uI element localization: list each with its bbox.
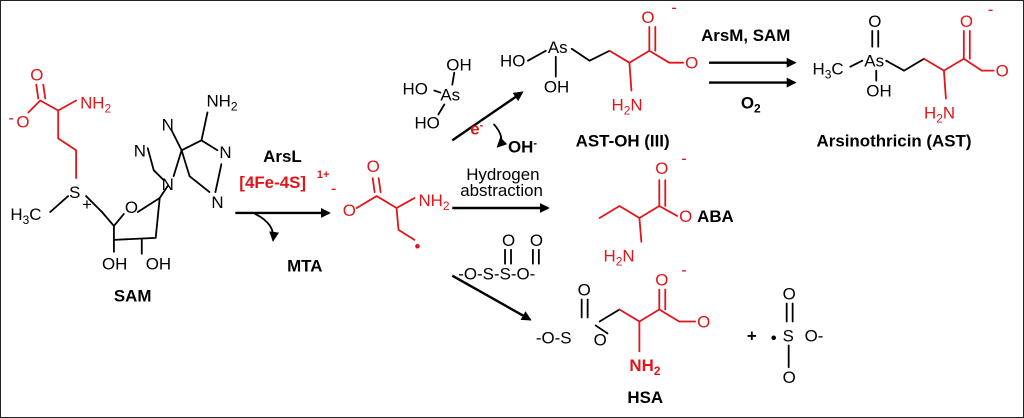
sam-charge-plus: + — [82, 195, 92, 214]
sam-label: SAM — [114, 287, 152, 306]
ast-oh-label: AST-OH (III) — [576, 131, 670, 150]
ast-oh-o-top: O — [641, 8, 654, 27]
ast-oh-oh: OH — [544, 78, 569, 97]
hsa-label: HSA — [627, 388, 663, 407]
ast-oh-molecule: HO As OH O - O H2N AST-OH (III) — [500, 0, 698, 150]
hsa-minus: - — [681, 261, 687, 280]
ast-minus: - — [988, 0, 994, 19]
mta-label: MTA — [287, 257, 322, 276]
aba-amine: H2N — [604, 247, 635, 269]
ast-methyl: H3C — [813, 60, 844, 82]
sam-carbonyl-o: O — [30, 66, 43, 85]
sam-molecule: - O O NH2 S + H3C O OH OH SAM N N N N N … — [8, 66, 237, 306]
adenine-n1: N — [219, 143, 231, 162]
ast-molecule: H3C As O OH O - O H2N Arsinothricin (AST… — [813, 0, 1009, 150]
sulfite-o-bottom: O — [783, 368, 796, 387]
radical-minus: - — [331, 179, 337, 198]
ast-oxo: O — [868, 12, 881, 31]
sam-oh1: OH — [102, 255, 127, 274]
ast-amine: H2N — [924, 103, 955, 125]
enzyme-arsl: ArsL — [263, 147, 302, 166]
reagent-o-top1: O — [502, 231, 515, 250]
radical-o-left: O — [343, 201, 356, 220]
dithionite-reagent: O O -O-S-S-O- — [458, 231, 543, 284]
arsenite-oh-top: OH — [446, 56, 471, 75]
step1-arrow-group: ArsL [4Fe-4S] 1+ MTA — [235, 147, 331, 276]
mta-release-arrow — [254, 213, 280, 242]
ast-oh: OH — [866, 82, 891, 101]
sam-oh2: OH — [146, 255, 171, 274]
arsenite-ho-left: HO — [403, 80, 428, 99]
radical-amine: NH2 — [418, 191, 449, 213]
ast-o-top: O — [960, 12, 973, 31]
adenine-n-top: N — [162, 115, 174, 134]
sulfite-radical: • S O O O- — [771, 285, 824, 388]
hsa-sulfonate: -O-S — [536, 328, 572, 347]
hydroxide-arrow — [493, 123, 508, 148]
ast-as: As — [864, 52, 884, 71]
sulfonylation-arrow — [451, 274, 532, 321]
sulfite-o-top: O — [783, 285, 796, 304]
electron-label: e- — [470, 119, 483, 138]
ast-label: Arsinothricin (AST) — [817, 131, 972, 150]
plus-sign: + — [747, 326, 757, 345]
sulfite-dot: • — [771, 328, 777, 347]
cluster-charge: 1+ — [317, 169, 329, 181]
step2-arrow-group: ArsM, SAM O2 — [701, 26, 797, 115]
hsa-amine: NH2 — [629, 356, 660, 378]
adenine-nh2: NH2 — [206, 91, 237, 113]
sam-ring-o: O — [125, 198, 138, 217]
step2-reagents: ArsM, SAM — [701, 26, 790, 45]
ast-oh-minus: - — [671, 0, 677, 17]
h-abstraction-line2: abstraction — [460, 181, 543, 200]
aba-molecule: O - O H2N ABA — [598, 149, 734, 269]
ast-oh-ho: HO — [500, 52, 525, 71]
adenine-n7: N — [134, 141, 146, 160]
arsenite: OH As HO HO e- OH- — [403, 56, 538, 157]
arsenite-as: As — [440, 86, 460, 105]
hsa-o-right: O — [697, 312, 710, 331]
ast-o-right: O — [996, 62, 1009, 81]
arsenite-ho-bottom: HO — [414, 113, 439, 132]
hsa-o-top: O — [578, 281, 591, 300]
sulfite-s: S — [783, 326, 794, 345]
arsenite-arrow — [451, 91, 524, 142]
sam-charge-minus: - — [8, 108, 14, 127]
reagent-chain: -O-S-S-O- — [458, 265, 535, 284]
sam-methyl: H3C — [10, 205, 41, 227]
aba-label: ABA — [697, 207, 734, 226]
sulfite-o-right: O- — [805, 326, 824, 345]
hsa-o-top2: O — [655, 271, 668, 290]
aba-o-right: O — [679, 207, 692, 226]
cluster-label: [4Fe-4S] — [239, 173, 306, 192]
adenine-n9: N — [162, 175, 174, 194]
radical-dot: • — [414, 237, 420, 256]
ast-oh-amine: H2N — [612, 95, 643, 117]
radical-o-top: O — [367, 157, 380, 176]
adenine-n3: N — [211, 193, 223, 212]
ast-oh-o-right: O — [685, 54, 698, 73]
radical-intermediate: - O O NH2 • — [331, 157, 450, 256]
aba-o-top: O — [655, 159, 668, 178]
h-abstraction-line1: Hydrogen — [466, 165, 539, 184]
hydroxide-label: OH- — [508, 137, 537, 156]
step2-oxidant: O2 — [741, 93, 761, 115]
reagent-o-top2: O — [530, 231, 543, 250]
hsa-molecule: -O-S O O O - O NH2 HSA — [536, 261, 710, 407]
sam-sulfonium: S — [69, 183, 80, 202]
sam-carboxylate-o: O — [16, 112, 29, 131]
ast-oh-as: As — [548, 38, 568, 57]
sam-amine: NH2 — [80, 93, 111, 115]
h-abstraction-arrow-group: Hydrogen abstraction — [452, 165, 550, 213]
hsa-o-bottom: O — [594, 330, 607, 349]
aba-minus: - — [681, 149, 687, 168]
